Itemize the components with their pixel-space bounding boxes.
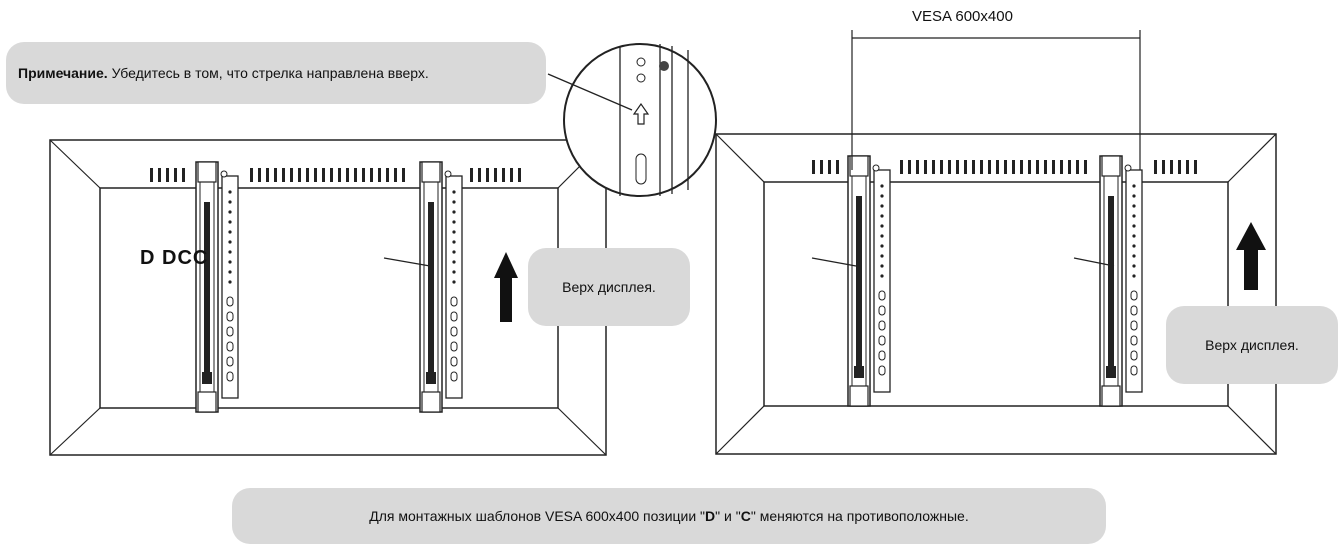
vesa-label: VESA 600x400 [912,8,1013,25]
vent-slots-left [150,168,521,182]
bracket-right-2 [1099,155,1143,407]
up-arrow-icon [494,252,518,322]
note-bubble: Примечание. Убедитесь в том, что стрелка… [6,42,546,104]
footer-part3: " меняются на противоположные. [750,508,969,524]
display-top-text-left: Верх дисплея. [562,279,656,295]
vent-slots-right [812,160,1197,174]
footer-bold-d: D [705,508,716,524]
bracket-left-1 [195,161,239,413]
bracket-right-1 [847,155,891,407]
right-display-panel [715,30,1277,455]
magnifier-circle-icon [547,43,717,197]
footer-bold-c: C [740,508,751,524]
note-text: Убедитесь в том, что стрелка направлена … [111,65,429,81]
footer-note: Для монтажных шаблонов VESA 600x400 пози… [232,488,1106,544]
display-top-label-right: Верх дисплея. [1166,306,1338,384]
note-bold: Примечание. [18,65,108,81]
up-arrow-icon [1236,222,1266,290]
bracket-left-2 [419,161,463,413]
vesa-dimension [851,30,1141,170]
left-display-panel [49,139,607,456]
footer-part2: " и " [715,508,741,524]
display-top-text-right: Верх дисплея. [1205,337,1299,353]
display-top-label-left: Верх дисплея. [528,248,690,326]
footer-part1: Для монтажных шаблонов VESA 600x400 пози… [369,508,706,524]
position-label: D DCC [140,247,209,269]
